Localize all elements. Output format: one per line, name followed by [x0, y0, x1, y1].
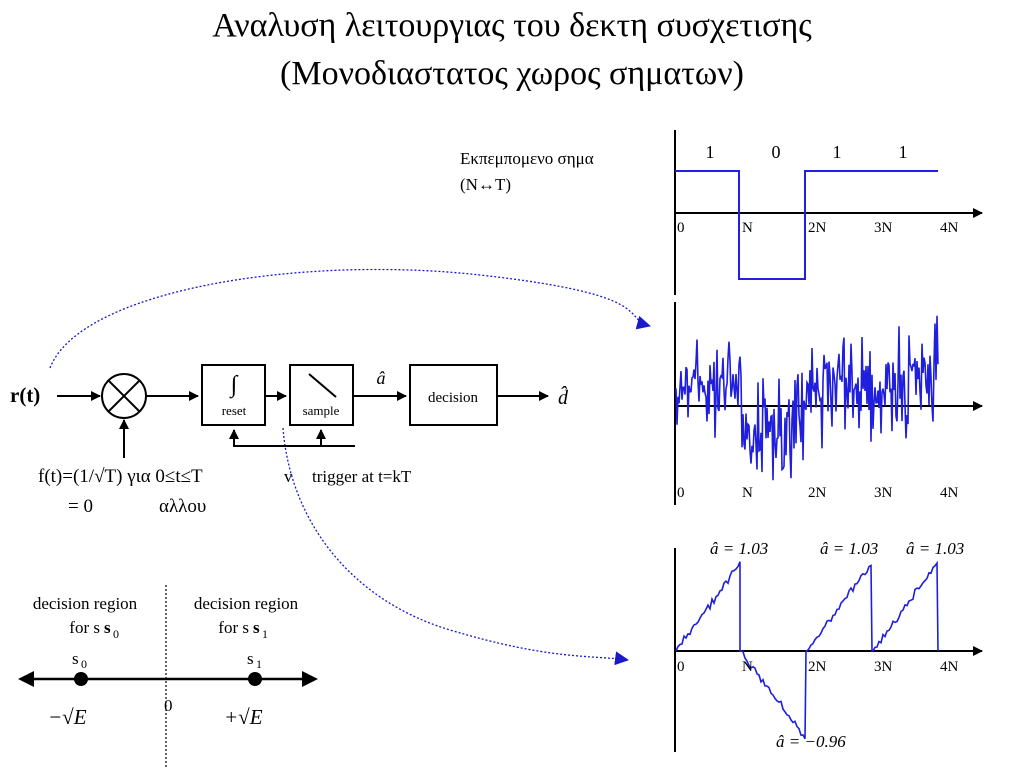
a-hat-label: â: [377, 368, 386, 388]
decision-block: [409, 364, 498, 426]
transmitted-signal-plot: Εκπεμπομενο σημα (N↔T) 1 0 1 1 0 N 2N 3N…: [460, 130, 983, 295]
peak-annotation: â = 1.03: [906, 539, 964, 558]
tick-label: N: [742, 220, 753, 236]
bit-label: 1: [833, 142, 842, 162]
peak-annotation: â = 1.03: [820, 539, 878, 558]
s0-label: s: [72, 649, 79, 668]
s1-value: +√E: [224, 705, 263, 729]
origin-label: 0: [164, 696, 173, 715]
s1-point: [248, 672, 262, 686]
basis-function-line-2-left: = 0: [68, 496, 93, 517]
tick-label: 2N: [808, 485, 827, 501]
region-0-bold-s: s: [104, 618, 111, 637]
region-0-label-line-1: decision region: [33, 594, 138, 613]
tick-label: N: [742, 659, 753, 675]
received-signal-plot: 0 N 2N 3N 4N: [674, 302, 983, 505]
connector-to-received-plot: [49, 268, 651, 369]
transmitted-label-line-2: (N↔T): [460, 175, 511, 194]
trigger-label: trigger at t=kT: [312, 467, 412, 486]
tick-label: 0: [677, 485, 685, 501]
sample-label: sample: [303, 403, 340, 418]
integrator-output-plot: â = 1.03 â = 1.03 â = 1.03 â = −0.96 0 N…: [674, 539, 983, 752]
tick-label: 2N: [808, 220, 827, 236]
tick-label: 4N: [940, 659, 959, 675]
bit-label: 0: [772, 142, 781, 162]
left-arrowhead: [18, 671, 34, 687]
multiplier-cross: [108, 380, 140, 412]
basis-function-line-2-right: αλλου: [159, 496, 206, 517]
region-1-label-line-1: decision region: [194, 594, 299, 613]
correlation-receiver-diagram: r(t) ∫ reset sample â decision d̂ f(t)=(…: [10, 364, 569, 517]
tick-label: 0: [677, 659, 685, 675]
tick-label: 3N: [874, 659, 893, 675]
transmitted-label-line-1: Εκπεμπομενο σημα: [460, 149, 594, 168]
tick-label: 3N: [874, 220, 893, 236]
transmitted-waveform: [675, 170, 938, 280]
integral-symbol: ∫: [229, 372, 239, 399]
trough-annotation: â = −0.96: [776, 732, 846, 751]
received-noisy-waveform: [675, 315, 939, 481]
s0-subscript: 0: [81, 657, 87, 671]
reset-trigger-arrow: [229, 429, 355, 447]
page-title-line-1: Αναλυση λειτουργιας του δεκτη συσχετισης: [212, 7, 812, 44]
tick-label: 2N: [808, 659, 827, 675]
region-1-bold-s: s: [253, 618, 260, 637]
region-1-label-line-2: for s: [218, 618, 249, 637]
tick-label: 4N: [940, 485, 959, 501]
peak-annotation: â = 1.03: [710, 539, 768, 558]
bit-label: 1: [899, 142, 908, 162]
right-arrowhead: [302, 671, 318, 687]
s0-value: −√E: [48, 705, 87, 729]
input-label: r(t): [10, 383, 40, 407]
decision-label: decision: [428, 390, 478, 406]
s1-label: s: [247, 649, 254, 668]
integrator-ramp-waveform: [675, 560, 939, 740]
sampler-block: [289, 364, 354, 426]
connector-to-integrator-plot: [282, 427, 629, 666]
page-title-line-2: (Μονοδιαστατος χωρος σηματων): [280, 55, 744, 92]
region-1-subscript: 1: [262, 627, 268, 641]
d-hat-label: d̂: [558, 385, 569, 409]
bit-label: 1: [706, 142, 715, 162]
tick-label: 4N: [940, 220, 959, 236]
tick-label: 0: [677, 220, 685, 236]
tick-label: 3N: [874, 485, 893, 501]
region-0-label-line-2: for s: [69, 618, 100, 637]
decision-regions-diagram: decision region for s s 0 decision regio…: [18, 585, 318, 768]
basis-function-line-1: f(t)=(1/√T) για 0≤t≤T: [38, 466, 203, 487]
tick-label: N: [742, 485, 753, 501]
s1-subscript: 1: [256, 657, 262, 671]
region-0-subscript: 0: [113, 627, 119, 641]
switch-icon: [308, 373, 337, 398]
stray-v-mark: v: [284, 467, 293, 486]
s0-point: [74, 672, 88, 686]
reset-label: reset: [222, 403, 247, 418]
